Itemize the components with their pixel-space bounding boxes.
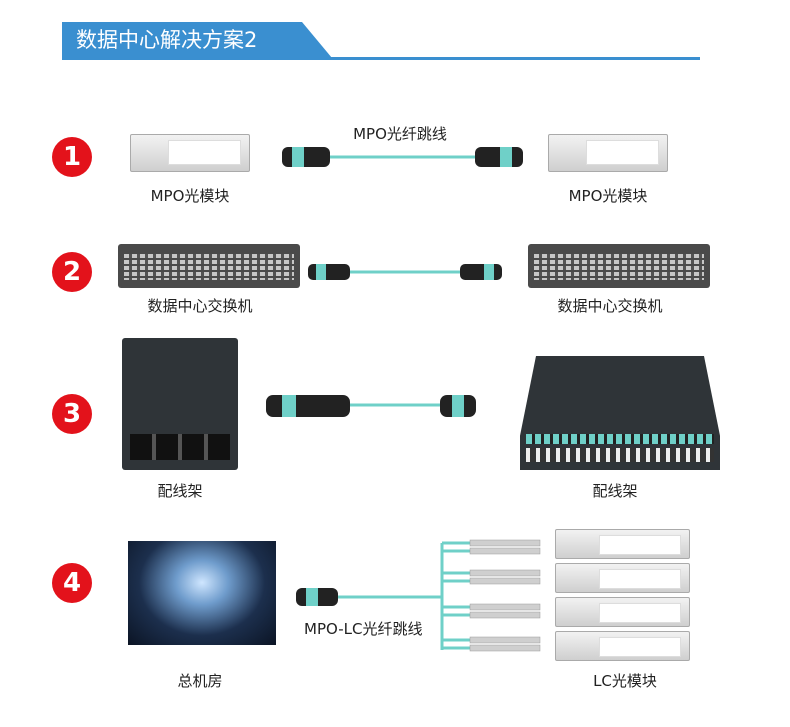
lc-connectors [469, 539, 541, 652]
label-lc-module: LC光模块 [593, 672, 657, 690]
label-mpo-cable: MPO光纤跳线 [353, 125, 447, 143]
lc-module-1 [555, 529, 690, 559]
label-switch-right: 数据中心交换机 [557, 297, 663, 315]
label-data-center: 总机房 [177, 672, 223, 690]
label-mpo-lc-cable: MPO-LC光纤跳线 [304, 620, 423, 638]
label-mpo-module-right: MPO光模块 [568, 187, 648, 205]
mpo-module-right [548, 134, 668, 172]
mpo-connectors [266, 147, 523, 606]
step-badge-3: 3 [52, 394, 92, 434]
patch-panel-left [122, 338, 238, 470]
lc-module-4 [555, 631, 690, 661]
label-mpo-module-left: MPO光模块 [150, 187, 230, 205]
lc-fanout [442, 541, 470, 650]
step-badge-4: 4 [52, 563, 92, 603]
switch-left [118, 244, 300, 288]
label-patch-panel-left: 配线架 [157, 482, 203, 500]
section-title: 数据中心解决方案2 [62, 22, 332, 58]
label-switch-left: 数据中心交换机 [147, 297, 253, 315]
patch-panel-right [520, 356, 720, 470]
lc-module-2 [555, 563, 690, 593]
switch-right [528, 244, 710, 288]
label-patch-panel-right: 配线架 [592, 482, 638, 500]
step-badge-2: 2 [52, 252, 92, 292]
data-center-photo [128, 541, 276, 645]
lc-module-3 [555, 597, 690, 627]
step-badge-1: 1 [52, 137, 92, 177]
title-underline [62, 57, 700, 60]
mpo-module-left [130, 134, 250, 172]
